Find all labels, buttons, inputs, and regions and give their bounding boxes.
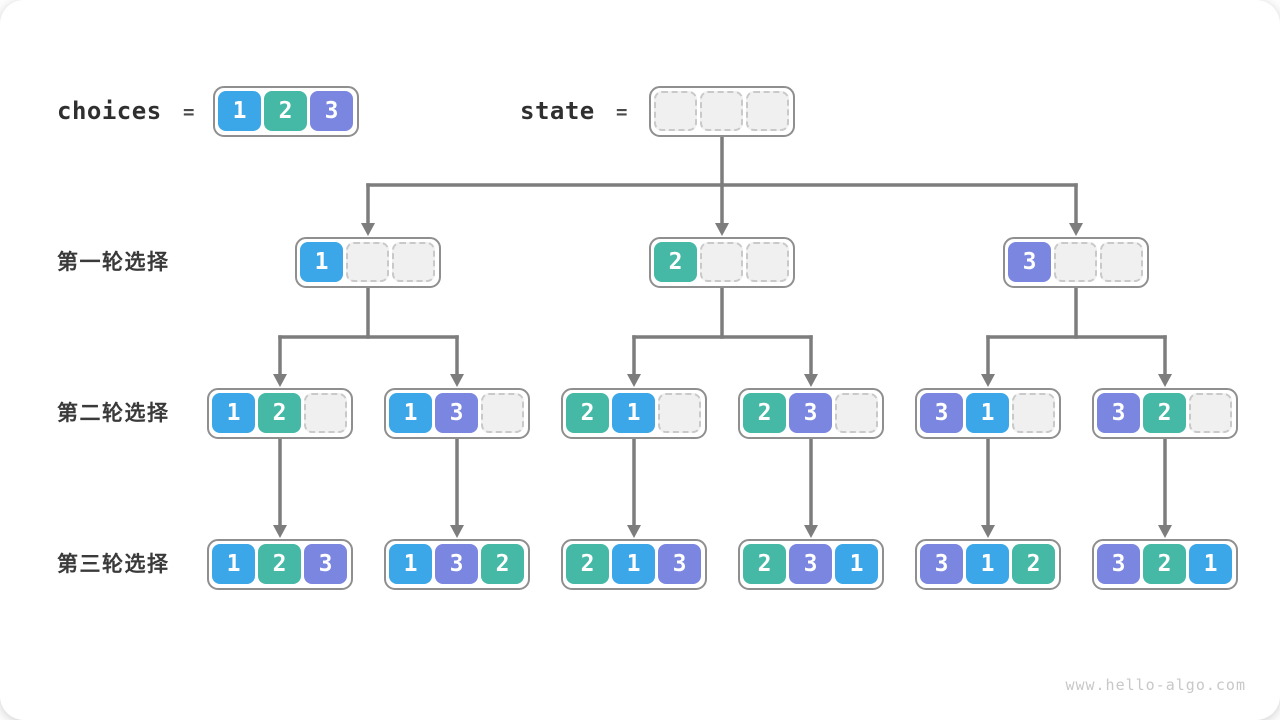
watermark: www.hello-algo.com bbox=[1065, 676, 1246, 694]
choice-cell-3: 3 bbox=[1097, 393, 1140, 433]
empty-cell bbox=[1189, 393, 1232, 433]
choice-cell-1: 1 bbox=[212, 393, 255, 433]
empty-cell bbox=[658, 393, 701, 433]
choice-cell-1: 1 bbox=[218, 91, 261, 131]
choice-cell-3: 3 bbox=[310, 91, 353, 131]
choice-cell-1: 1 bbox=[389, 544, 432, 584]
choice-cell-2: 2 bbox=[566, 544, 609, 584]
choice-cell-3: 3 bbox=[304, 544, 347, 584]
choice-cell-2: 2 bbox=[264, 91, 307, 131]
empty-cell bbox=[1100, 242, 1143, 282]
empty-cell bbox=[835, 393, 878, 433]
state-equals-sign: = bbox=[616, 101, 628, 123]
empty-cell bbox=[346, 242, 389, 282]
state-node-r1-1: 1 bbox=[295, 237, 441, 288]
choice-cell-3: 3 bbox=[658, 544, 701, 584]
round-1-label: 第一轮选择 bbox=[57, 251, 170, 274]
choice-cell-3: 3 bbox=[1008, 242, 1051, 282]
choice-cell-2: 2 bbox=[743, 393, 786, 433]
choice-cell-2: 2 bbox=[1012, 544, 1055, 584]
choice-cell-1: 1 bbox=[612, 544, 655, 584]
empty-cell bbox=[654, 91, 697, 131]
empty-cell bbox=[1054, 242, 1097, 282]
choice-cell-3: 3 bbox=[1097, 544, 1140, 584]
choice-cell-2: 2 bbox=[1143, 393, 1186, 433]
empty-cell bbox=[700, 91, 743, 131]
empty-cell bbox=[481, 393, 524, 433]
empty-cell bbox=[1012, 393, 1055, 433]
choice-cell-1: 1 bbox=[612, 393, 655, 433]
choice-cell-3: 3 bbox=[789, 393, 832, 433]
choice-cell-2: 2 bbox=[654, 242, 697, 282]
choice-cell-3: 3 bbox=[920, 393, 963, 433]
state-node-r1-2: 2 bbox=[649, 237, 795, 288]
choice-cell-1: 1 bbox=[389, 393, 432, 433]
empty-cell bbox=[746, 91, 789, 131]
round-3-label: 第三轮选择 bbox=[57, 553, 170, 576]
round-2-label: 第二轮选择 bbox=[57, 402, 170, 425]
empty-cell bbox=[700, 242, 743, 282]
choice-cell-3: 3 bbox=[435, 544, 478, 584]
choice-cell-2: 2 bbox=[566, 393, 609, 433]
choice-cell-2: 2 bbox=[743, 544, 786, 584]
state-array bbox=[649, 86, 795, 137]
empty-cell bbox=[304, 393, 347, 433]
choice-cell-1: 1 bbox=[966, 544, 1009, 584]
choice-cell-1: 1 bbox=[835, 544, 878, 584]
empty-cell bbox=[746, 242, 789, 282]
state-label: state bbox=[520, 97, 595, 125]
choices-equals-sign: = bbox=[183, 101, 195, 123]
choice-cell-3: 3 bbox=[789, 544, 832, 584]
state-node-r1-3: 3 bbox=[1003, 237, 1149, 288]
choice-cell-1: 1 bbox=[1189, 544, 1232, 584]
empty-cell bbox=[392, 242, 435, 282]
choice-cell-1: 1 bbox=[212, 544, 255, 584]
choice-cell-2: 2 bbox=[1143, 544, 1186, 584]
choice-cell-3: 3 bbox=[435, 393, 478, 433]
choice-cell-2: 2 bbox=[258, 544, 301, 584]
choice-cell-3: 3 bbox=[920, 544, 963, 584]
choice-cell-1: 1 bbox=[966, 393, 1009, 433]
choices-label: choices bbox=[57, 97, 162, 125]
choice-cell-2: 2 bbox=[481, 544, 524, 584]
choice-cell-2: 2 bbox=[258, 393, 301, 433]
choice-cell-1: 1 bbox=[300, 242, 343, 282]
